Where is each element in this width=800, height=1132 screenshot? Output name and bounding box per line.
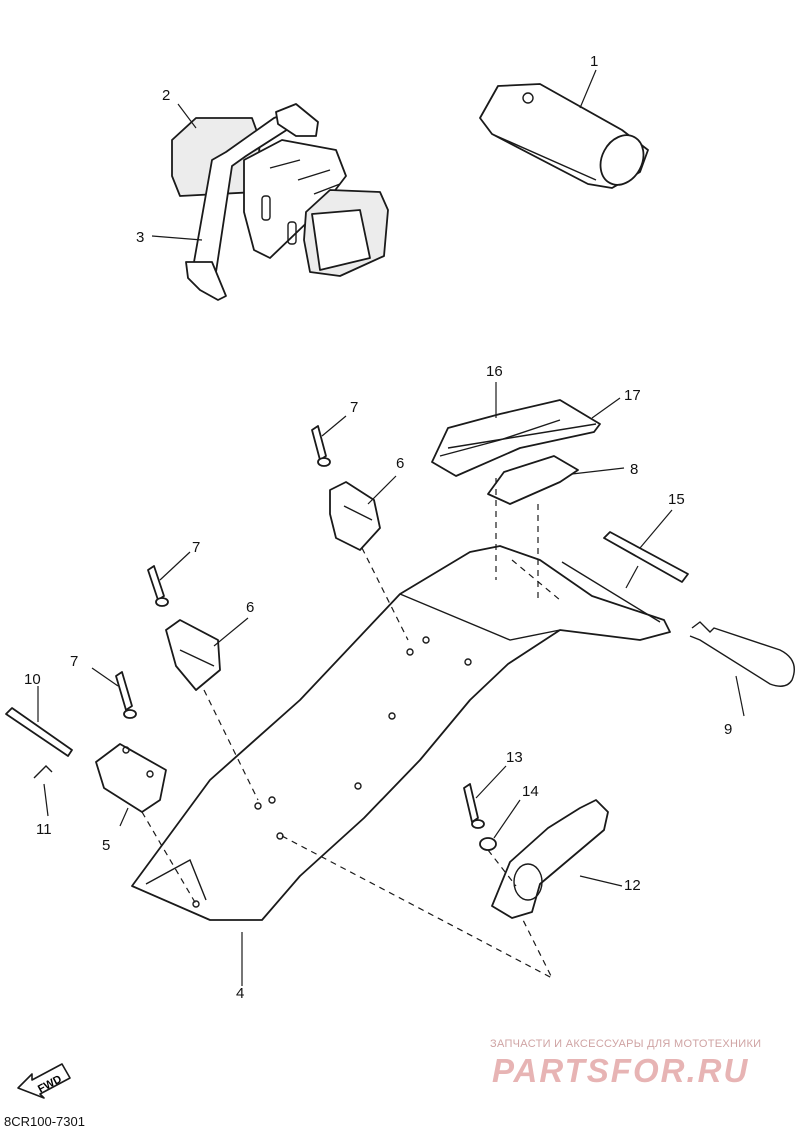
callout-14: 14 [522,783,539,800]
fender[interactable] [131,545,671,921]
cotter-pin[interactable] [33,765,53,779]
callout-4: 4 [236,985,244,1002]
callout-6-lower: 6 [246,599,254,616]
watermark-caption: ЗАПЧАСТИ И АКСЕССУАРЫ ДЛЯ МОТОТЕХНИКИ [490,1038,762,1050]
callout-7-lower: 7 [70,653,78,670]
callout-11: 11 [36,821,52,838]
diagram-code: 8CR100-7301 [4,1114,85,1129]
pad-large[interactable] [431,399,601,477]
fwd-arrow-icon: FWD [17,1063,71,1099]
screw-7-middle[interactable] [147,565,169,607]
callout-9: 9 [724,721,732,738]
leader-lines [37,69,745,986]
hinge-bracket[interactable] [95,743,167,813]
watermark-logo: PARTSFOR.RU [492,1052,750,1089]
screw-13[interactable] [463,783,485,829]
callout-2: 2 [162,87,170,104]
callout-16: 16 [486,363,503,380]
callout-7-upper: 7 [350,399,358,416]
callout-5: 5 [102,837,110,854]
rod[interactable] [603,531,689,583]
callout-1: 1 [590,53,598,70]
nut-14[interactable] [479,837,497,851]
callout-7-middle: 7 [192,539,200,556]
bracket-upper[interactable] [329,481,381,551]
holder-wire[interactable] [689,621,795,687]
callout-17: 17 [624,387,641,404]
screw-7-lower[interactable] [115,671,137,719]
callout-12: 12 [624,877,641,894]
callout-8: 8 [630,461,638,478]
callout-10: 10 [24,671,41,688]
strap[interactable] [185,103,319,301]
callout-13: 13 [506,749,523,766]
callout-3: 3 [136,229,144,246]
callout-6-upper: 6 [396,455,404,472]
pad-small[interactable] [487,455,579,505]
screw-7-upper[interactable] [311,425,331,467]
bracket-lower[interactable] [165,619,221,691]
tool-bag[interactable] [479,83,652,192]
assembly-lines [141,478,561,980]
callout-15: 15 [668,491,685,508]
lower-holder[interactable] [491,799,609,919]
pin[interactable] [5,707,73,757]
